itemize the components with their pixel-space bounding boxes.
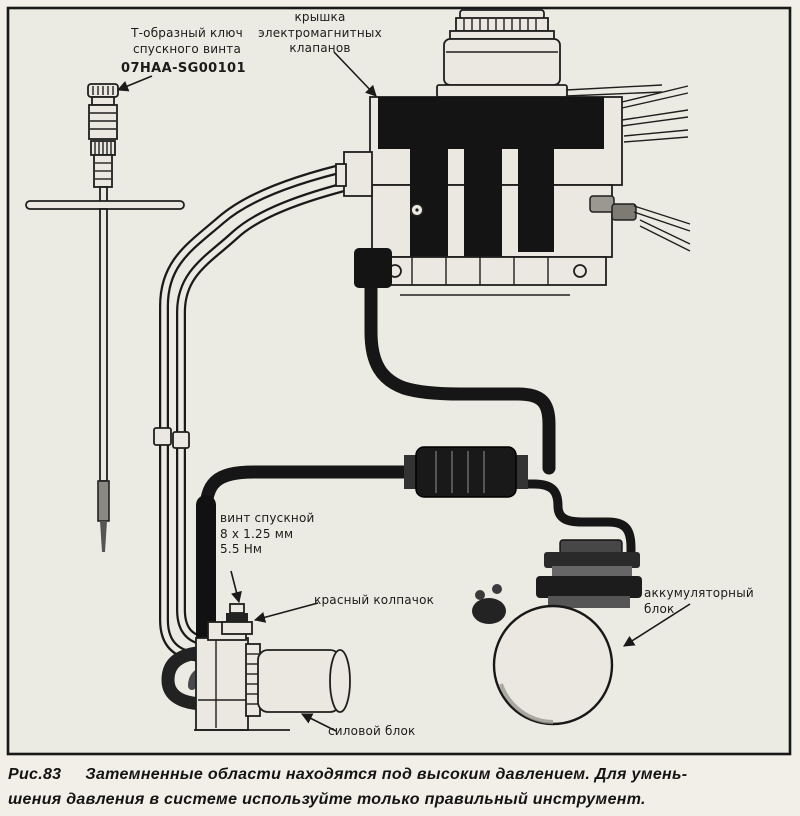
- label-accumulator: аккумуляторный блок: [644, 586, 754, 616]
- high-pressure-pipe-drawing: [196, 253, 556, 654]
- caption-line-1: Затемненные области находятся под высоки…: [85, 766, 688, 783]
- label-red-cap: красный колпачок: [314, 593, 435, 607]
- return-hoses-drawing: [153, 161, 361, 662]
- leader-arrows: [116, 51, 691, 732]
- figure-caption: Рис.83 Затемненные области находятся под …: [8, 762, 794, 812]
- t-handle-wrench-drawing: [25, 83, 185, 552]
- label-drain-screw: винт спускной 8 х 1.25 мм 5.5 Нм: [220, 511, 315, 557]
- accumulator-drawing: [472, 539, 642, 726]
- diagram-canvas: [6, 6, 792, 756]
- caption-line-2: шения давления в системе используйте тол…: [8, 791, 646, 808]
- pipe-coupling-drawing: [404, 446, 528, 498]
- label-valve-cover: крышка электромагнитных клапанов: [258, 10, 382, 56]
- label-tool-part-number: 07HAA-SG00101: [121, 61, 246, 76]
- power-unit-drawing: [161, 603, 351, 731]
- label-t-wrench: Т-образный ключ спускного винта: [131, 26, 243, 56]
- accumulator-pipe-drawing: [493, 479, 636, 561]
- modulator-assembly-drawing: [335, 9, 691, 296]
- label-power-unit: силовой блок: [328, 724, 416, 738]
- figure-number: Рис.83: [8, 766, 62, 783]
